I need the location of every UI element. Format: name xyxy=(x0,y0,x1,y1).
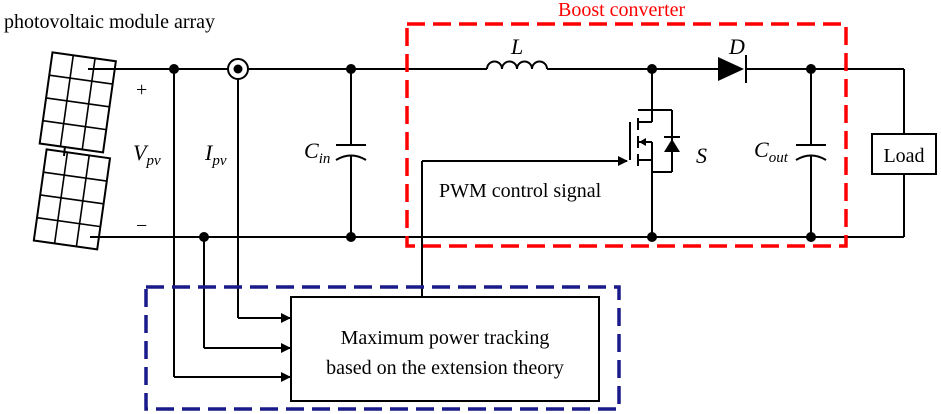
mppt-dashed-box xyxy=(144,285,621,411)
output-capacitor-icon xyxy=(795,69,827,237)
inductor-icon xyxy=(486,60,548,70)
cout-label: Cout xyxy=(754,137,789,166)
diode-icon xyxy=(718,55,747,83)
mppt-line-1: Maximum power tracking xyxy=(341,327,550,349)
input-capacitor-icon xyxy=(335,69,367,237)
load-block: Load xyxy=(870,68,937,238)
pv-array-label: photovoltaic module array xyxy=(4,11,215,33)
mosfet-switch-icon xyxy=(629,69,680,237)
mppt-block: Maximum power tracking based on the exte… xyxy=(290,296,600,402)
boost-converter-box xyxy=(405,22,848,248)
plus-sign: + xyxy=(136,79,147,101)
sensing-lines xyxy=(173,69,291,382)
switch-label: S xyxy=(696,143,707,168)
vpv-label: Vpv xyxy=(133,140,161,169)
minus-sign: − xyxy=(136,215,147,237)
pwm-label: PWM control signal xyxy=(439,180,602,202)
mppt-line-2: based on the extension theory xyxy=(326,357,564,379)
pv-panel-top xyxy=(38,51,117,154)
inductor-label: L xyxy=(510,34,523,59)
pv-panel-bottom xyxy=(32,148,112,251)
junction-dots xyxy=(169,64,816,242)
load-label: Load xyxy=(883,145,924,167)
diode-label: D xyxy=(728,34,745,59)
boost-converter-label: Boost converter xyxy=(558,0,686,21)
pwm-control-path xyxy=(421,156,628,297)
ipv-label: Ipv xyxy=(204,140,227,169)
pv-module-array xyxy=(32,51,117,251)
cin-label: Cin xyxy=(304,138,330,167)
